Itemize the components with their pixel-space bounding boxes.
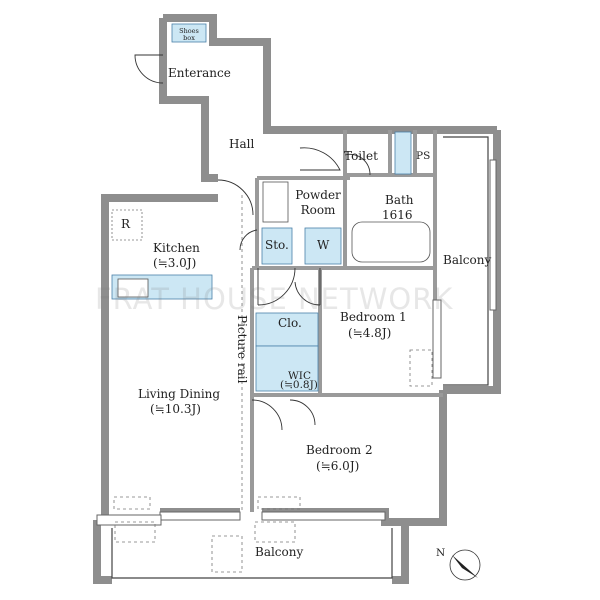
label-entrance: Enterance: [168, 66, 231, 80]
shoes-box: [171, 23, 207, 43]
storage-box: [261, 227, 293, 265]
label-refrigerator: R: [121, 217, 131, 231]
balconies: [111, 136, 489, 579]
label-balcony-east: Balcony: [443, 253, 492, 267]
toilet-fixture: [394, 131, 412, 175]
label-bedroom2-size: (≒6.0J): [316, 459, 360, 473]
watermark: FRAT HOUSE NETWORK: [95, 282, 454, 316]
wic-box: [255, 345, 319, 392]
label-north: N: [436, 547, 446, 559]
label-kitchen-size: (≒3.0J): [153, 256, 197, 270]
bathtub: [351, 221, 431, 263]
fixtures: [111, 23, 431, 392]
label-picture-rail: Picture rail: [235, 315, 249, 384]
label-kitchen: Kitchen: [153, 241, 200, 255]
label-washer: W: [317, 238, 330, 252]
label-closet: Clo.: [278, 316, 302, 330]
label-powder-room: Powder Room: [295, 188, 341, 217]
label-bedroom1: Bedroom 1: [340, 310, 407, 324]
sink-powder: [262, 181, 289, 223]
label-shoes-box: Shoes box: [179, 27, 199, 42]
label-storage: Sto.: [265, 238, 289, 252]
label-toilet: Toilet: [344, 149, 378, 163]
label-bath-size: 1616: [382, 208, 413, 222]
label-living-dining-size: (≒10.3J): [150, 402, 201, 416]
label-balcony-south: Balcony: [255, 545, 304, 559]
interior-walls: [250, 130, 443, 512]
label-living-dining: Living Dining: [138, 387, 221, 401]
dashed-lines: [113, 195, 433, 573]
label-bath: Bath: [385, 193, 414, 207]
stove: [117, 278, 149, 298]
label-wic: WIC: [288, 370, 311, 382]
doors: [134, 54, 371, 431]
label-bedroom1-size: (≒4.8J): [348, 326, 392, 340]
closet-box: [255, 312, 319, 347]
label-bedroom2: Bedroom 2: [306, 443, 373, 457]
north-arrow-icon: [449, 549, 481, 581]
label-hall: Hall: [229, 137, 255, 151]
washer-box: [304, 227, 342, 265]
label-wic-size: (≒0.8J): [280, 379, 318, 391]
label-ps: PS: [416, 150, 431, 162]
windows: [96, 159, 497, 526]
refrigerator-box: [111, 209, 143, 241]
